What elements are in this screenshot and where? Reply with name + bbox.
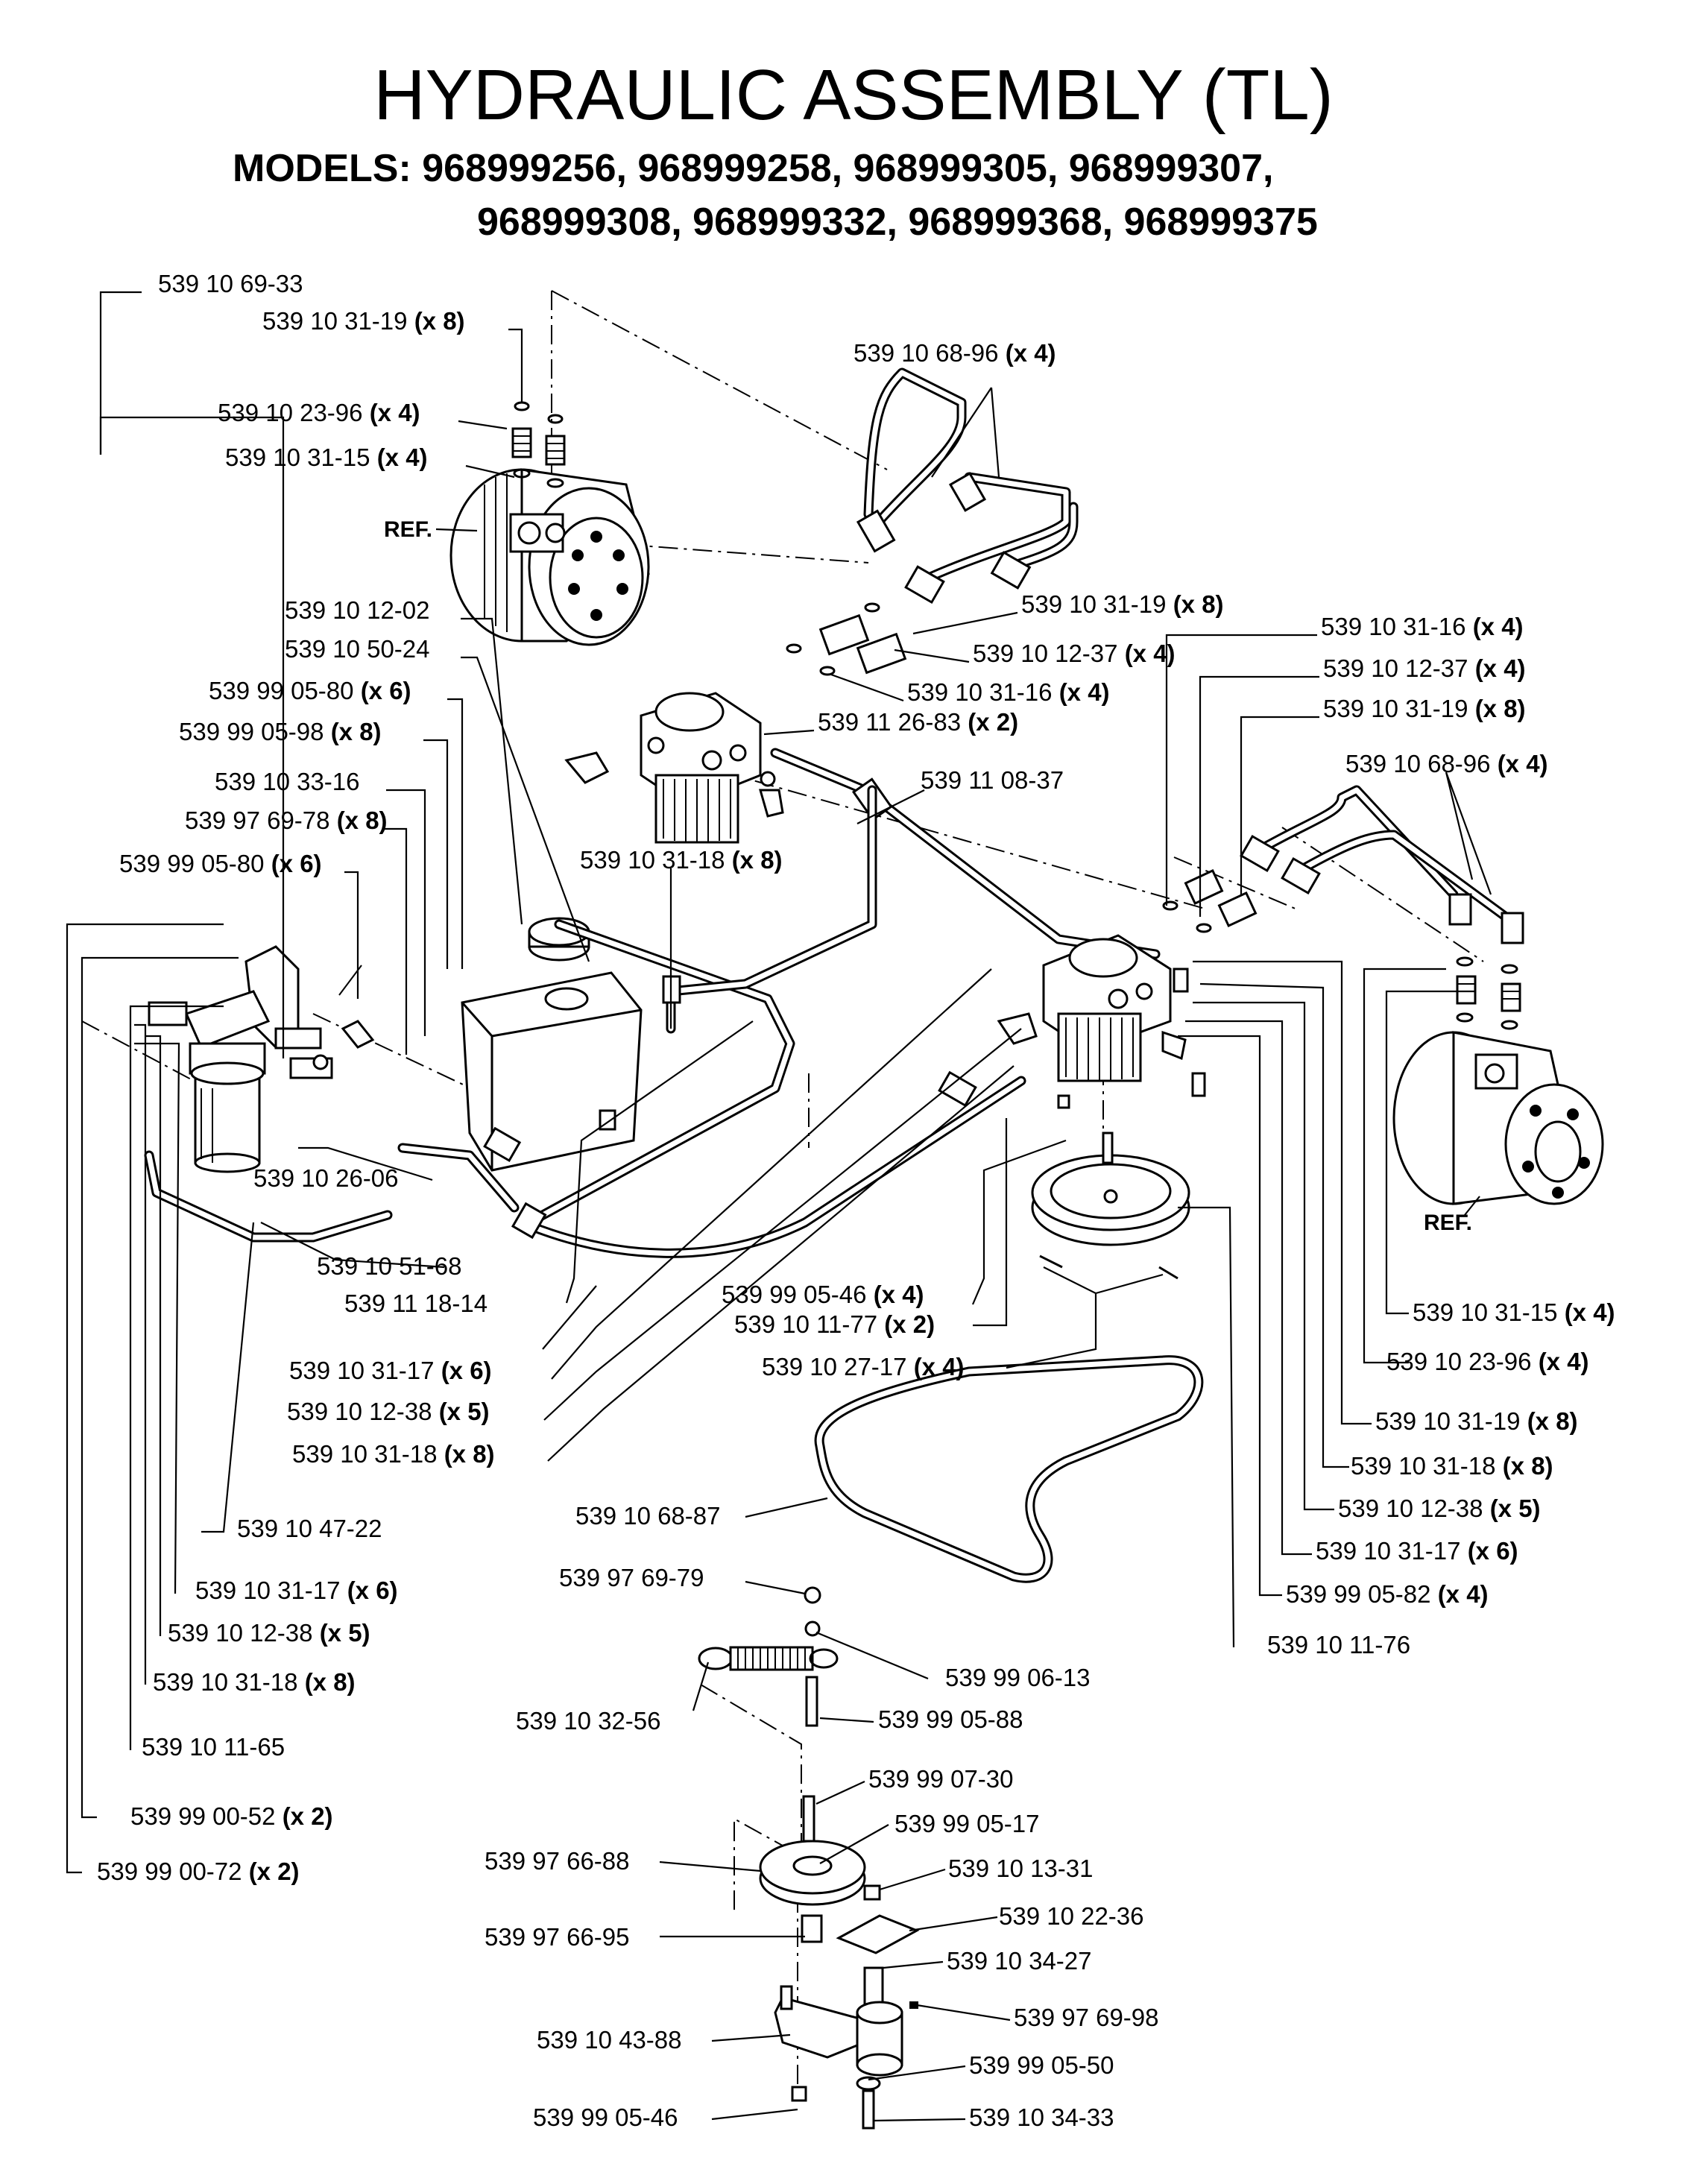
label-539-10-12-02: 539 10 12-02 — [285, 596, 430, 624]
label-539-10-27-17: 539 10 27-17 (x 4) — [762, 1353, 965, 1380]
label-539-99-06-13: 539 99 06-13 — [945, 1664, 1091, 1691]
hydraulic-pump-right — [997, 934, 1189, 1082]
label-539-10-12-38: 539 10 12-38 (x 5) — [287, 1398, 490, 1425]
parts-artwork — [81, 290, 1604, 2130]
fittings-left-top — [511, 401, 566, 488]
label-539-99-05-46: 539 99 05-46 — [533, 2103, 678, 2131]
label-539-10-11-77: 539 10 11-77 (x 2) — [734, 1310, 935, 1338]
label-539-99-05-98: 539 99 05-98 (x 8) — [179, 718, 382, 745]
part-labels: 539 10 69-33 539 10 31-19 (x 8) 539 10 2… — [97, 270, 1615, 2131]
label-539-10-34-33: 539 10 34-33 — [969, 2103, 1114, 2131]
models-line-2: 968999308, 968999332, 968999368, 9689993… — [477, 201, 1318, 244]
label-539-10-47-22: 539 10 47-22 — [237, 1515, 382, 1542]
label-539-10-12-38: 539 10 12-38 (x 5) — [168, 1619, 370, 1647]
label-539-10-32-56: 539 10 32-56 — [516, 1707, 661, 1735]
label-539-97-69-78: 539 97 69-78 (x 8) — [185, 807, 388, 834]
label-539-11-18-14: 539 11 18-14 — [344, 1290, 488, 1317]
label-539-10-31-17: 539 10 31-17 (x 6) — [1316, 1537, 1518, 1565]
label-539-10-31-17: 539 10 31-17 (x 6) — [195, 1577, 398, 1604]
label-539-10-12-37: 539 10 12-37 (x 4) — [973, 640, 1176, 667]
label-539-10-68-87: 539 10 68-87 — [575, 1502, 721, 1530]
idler-pulley-assembly — [759, 1795, 920, 2130]
fittings-right — [1456, 956, 1521, 1030]
filter-bracket — [148, 945, 375, 1173]
hydraulic-pump-left — [564, 692, 784, 844]
label-539-10-31-16: 539 10 31-16 (x 4) — [907, 678, 1110, 706]
label-539-10-31-18: 539 10 31-18 (x 8) — [153, 1668, 356, 1696]
label-539-10-31-17: 539 10 31-17 (x 6) — [289, 1357, 492, 1384]
label-539-10-43-88: 539 10 43-88 — [537, 2026, 682, 2054]
label-539-10-50-24: 539 10 50-24 — [285, 635, 430, 663]
label-539-10-11-65: 539 10 11-65 — [142, 1733, 285, 1761]
drive-pulley — [1031, 1072, 1206, 1246]
label-539-97-66-88: 539 97 66-88 — [485, 1847, 630, 1875]
label-539-10-13-31: 539 10 13-31 — [948, 1855, 1094, 1882]
label-539-10-31-19: 539 10 31-19 (x 8) — [1375, 1407, 1578, 1435]
label-539-10-31-18: 539 10 31-18 (x 8) — [580, 846, 783, 874]
label-539-10-34-27: 539 10 34-27 — [947, 1947, 1092, 1975]
label-539-99-00-52: 539 99 00-52 (x 2) — [130, 1802, 333, 1830]
label-539-10-31-19: 539 10 31-19 (x 8) — [1021, 590, 1224, 618]
label-539-10-31-18: 539 10 31-18 (x 8) — [1351, 1452, 1553, 1480]
label-539-10-69-33: 539 10 69-33 — [158, 270, 303, 297]
label-539-10-23-96: 539 10 23-96 (x 4) — [218, 399, 420, 426]
adapters-center — [786, 602, 907, 676]
label-539-99-05-80: 539 99 05-80 (x 6) — [209, 677, 411, 704]
label-539-10-31-15: 539 10 31-15 (x 4) — [225, 444, 428, 471]
label-539-10-12-37: 539 10 12-37 (x 4) — [1323, 654, 1526, 682]
leader-lines — [66, 291, 1492, 2122]
label-539-99-05-50: 539 99 05-50 — [969, 2051, 1114, 2079]
label-539-10-31-19: 539 10 31-19 (x 8) — [1323, 695, 1526, 722]
label-539-10-11-76: 539 10 11-76 — [1267, 1631, 1410, 1658]
label-539-10-31-19: 539 10 31-19 (x 8) — [262, 307, 465, 335]
label-539-10-51-68: 539 10 51-68 — [317, 1252, 462, 1280]
label-539-99-05-46: 539 99 05-46 (x 4) — [722, 1281, 924, 1308]
label-539-10-22-36: 539 10 22-36 — [999, 1902, 1144, 1930]
tension-spring — [698, 1646, 839, 1671]
label-539-10-23-96: 539 10 23-96 (x 4) — [1386, 1348, 1589, 1375]
ref-label-left: REF. — [384, 517, 432, 542]
hydraulic-tubes-upper-right — [1162, 785, 1524, 944]
label-539-97-66-95: 539 97 66-95 — [485, 1923, 630, 1951]
hydraulic-tubes-upper-left — [856, 367, 1079, 605]
label-539-99-00-72: 539 99 00-72 (x 2) — [97, 1858, 300, 1885]
page-title: HYDRAULIC ASSEMBLY (TL) — [373, 55, 1333, 135]
label-539-97-69-79: 539 97 69-79 — [559, 1564, 704, 1591]
label-539-10-31-15: 539 10 31-15 (x 4) — [1413, 1298, 1615, 1326]
drive-belt — [814, 1355, 1204, 1583]
label-539-10-68-96: 539 10 68-96 (x 4) — [1345, 750, 1548, 777]
label-539-99-05-82: 539 99 05-82 (x 4) — [1286, 1580, 1489, 1608]
label-539-99-07-30: 539 99 07-30 — [868, 1765, 1014, 1793]
reservoir-tank — [461, 917, 643, 1172]
label-539-10-68-96: 539 10 68-96 (x 4) — [854, 339, 1056, 367]
wheel-motor-left — [449, 468, 650, 646]
label-539-10-33-16: 539 10 33-16 — [215, 768, 360, 795]
label-539-99-05-80: 539 99 05-80 (x 6) — [119, 850, 322, 877]
label-539-10-12-38: 539 10 12-38 (x 5) — [1338, 1495, 1541, 1522]
label-539-10-26-06: 539 10 26-06 — [253, 1164, 399, 1192]
label-539-10-31-16: 539 10 31-16 (x 4) — [1321, 613, 1524, 640]
label-539-11-08-37: 539 11 08-37 — [921, 766, 1064, 794]
models-line-1: MODELS: 968999256, 968999258, 968999305,… — [233, 147, 1273, 190]
label-539-11-26-83: 539 11 26-83 (x 2) — [818, 708, 1018, 736]
label-539-99-05-88: 539 99 05-88 — [878, 1705, 1023, 1733]
label-539-97-69-98: 539 97 69-98 — [1014, 2004, 1159, 2031]
wheel-motor-right — [1392, 1031, 1604, 1205]
label-539-10-31-18: 539 10 31-18 (x 8) — [292, 1440, 495, 1468]
ref-label-right: REF. — [1424, 1211, 1472, 1235]
label-539-99-05-17: 539 99 05-17 — [894, 1810, 1040, 1837]
